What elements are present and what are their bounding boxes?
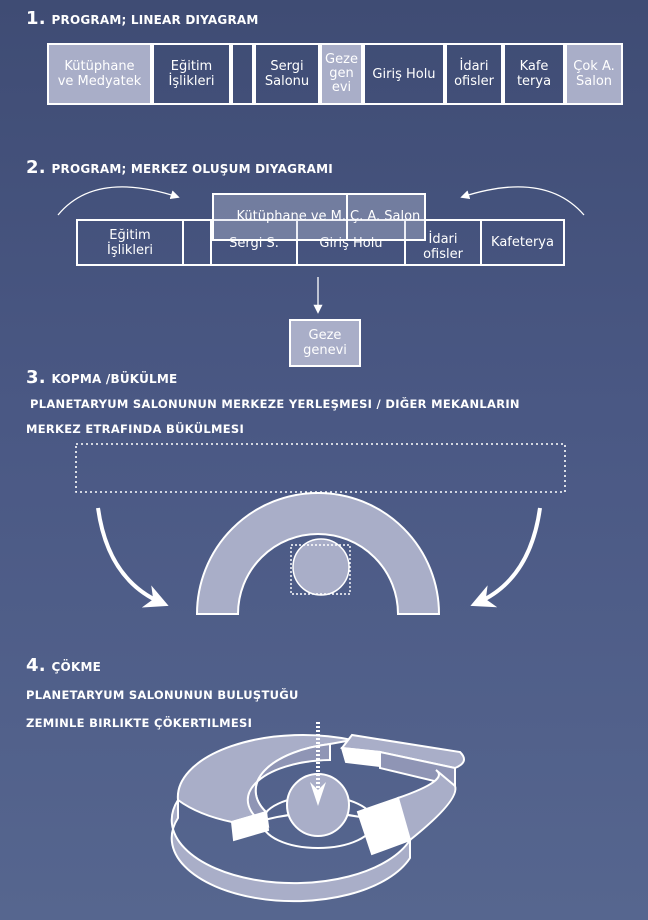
s2-left-curve-arrow: [57, 186, 180, 216]
box-sergi: Sergi Salonu: [254, 43, 320, 105]
s3-planetarium-circle: [292, 538, 350, 596]
section4-heading: 4. ÇÖKME: [26, 655, 101, 676]
box-gezegenevi: Geze gen evi: [320, 43, 363, 105]
section2-number: 2.: [26, 157, 46, 178]
s2-box-kafeterya: Kafeterya: [480, 219, 565, 266]
section4-line1: PLANETARYUM SALONUNUN BULUŞTUĞU: [26, 688, 299, 702]
s3-left-big-arrow: [96, 507, 169, 608]
section3-line1: PLANETARYUM SALONUNUN MERKEZE YERLEŞMESI…: [30, 397, 520, 411]
box-idari: İdari ofisler: [445, 43, 503, 105]
box-kafeterya: Kafe terya: [503, 43, 565, 105]
section4-line2: ZEMINLE BIRLIKTE ÇÖKERTILMESI: [26, 716, 253, 730]
section2-heading: 2. PROGRAM; MERKEZ OLUŞUM DIYAGRAMI: [26, 157, 333, 178]
section2-title: PROGRAM; MERKEZ OLUŞUM DIYAGRAMI: [51, 162, 333, 176]
s3-dotted-band: [75, 443, 566, 493]
box-egitim: Eğitim İşlikleri: [152, 43, 231, 105]
section4-title: ÇÖKME: [51, 660, 101, 674]
section1-heading: 1. PROGRAM; LINEAR DIYAGRAM: [26, 8, 259, 29]
box-empty: [231, 43, 254, 105]
s2-box-gezegenevi: Geze genevi: [289, 319, 361, 367]
box-cok-amacli: Çok A. Salon: [565, 43, 623, 105]
box-giris: Giriş Holu: [363, 43, 445, 105]
s2-right-curve-arrow: [460, 186, 585, 216]
section3-heading: 3. KOPMA /BÜKÜLME: [26, 367, 177, 388]
box-kutuphane: Kütüphane ve Medyatek: [47, 43, 152, 105]
s3-right-big-arrow: [470, 507, 542, 608]
section3-title: KOPMA /BÜKÜLME: [51, 372, 178, 386]
s2-box-kutuphane: Kütüphane ve M.: [212, 193, 348, 241]
section1-title: PROGRAM; LINEAR DIYAGRAM: [51, 13, 259, 27]
section1-number: 1.: [26, 8, 46, 29]
section3-line2: MERKEZ ETRAFINDA BÜKÜLMESI: [26, 422, 245, 436]
section4-number: 4.: [26, 655, 46, 676]
s4-arrow-head: [310, 782, 326, 806]
section3-number: 3.: [26, 367, 46, 388]
s3-circle-dotted-square: [290, 544, 351, 595]
s2-box-cok-amacli: Ç. A. Salon: [346, 193, 426, 241]
s4-collapsed-ring: [170, 733, 465, 903]
s3-horseshoe: [195, 492, 441, 615]
s2-box-idari: İdari ofisler: [404, 219, 482, 266]
